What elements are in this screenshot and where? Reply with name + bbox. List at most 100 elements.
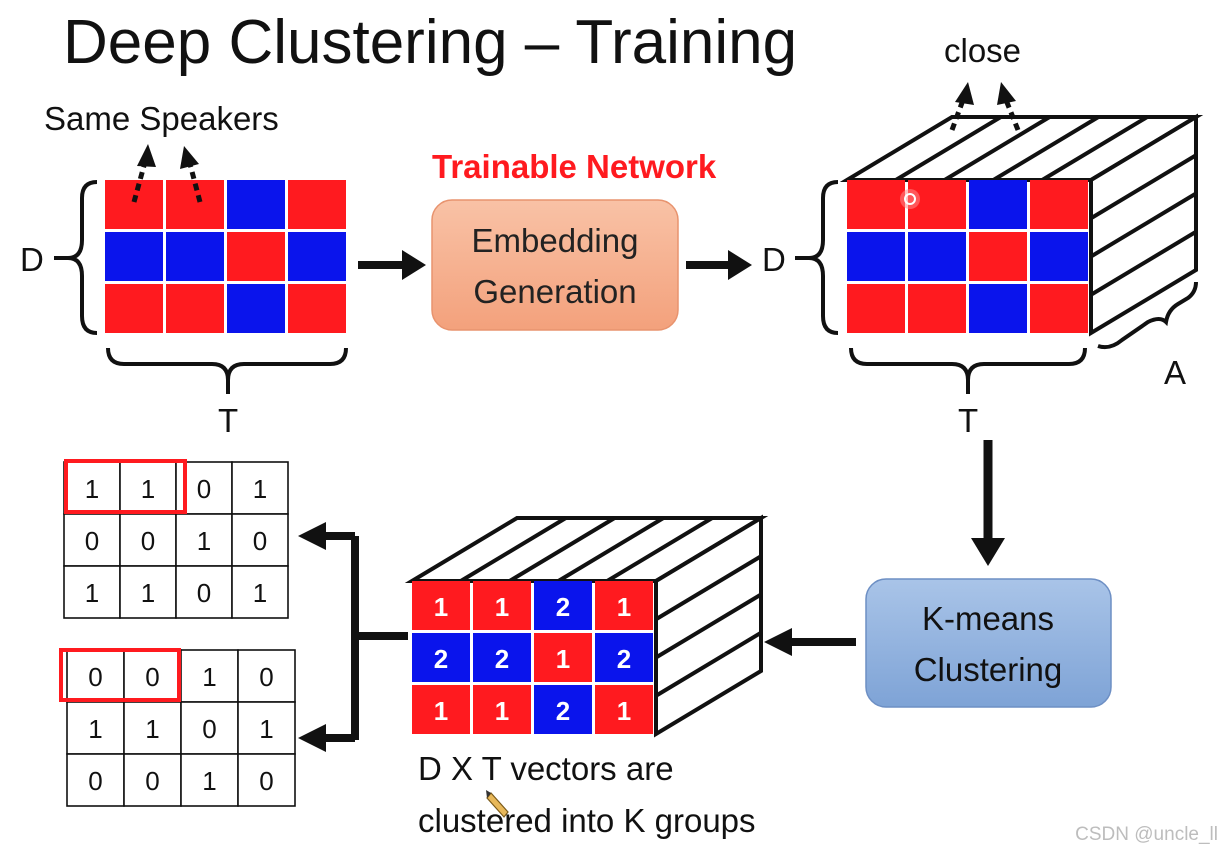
input-grid-cell — [166, 232, 224, 281]
cluster-grid-cell — [473, 581, 531, 630]
pen-cursor-icon — [486, 790, 509, 818]
cluster-grid-cell — [412, 633, 470, 682]
mask-bottom-value: 0 — [259, 662, 273, 692]
cluster-grid-value: 2 — [495, 644, 509, 674]
embedding-tensor-side-stripe — [1089, 153, 1198, 220]
input-grid-cell — [227, 284, 285, 333]
mask-top-value: 1 — [85, 474, 99, 504]
cluster-grid-value: 1 — [495, 696, 509, 726]
cluster-grid-value: 1 — [556, 644, 570, 674]
cluster-tensor-top-stripe — [508, 516, 616, 583]
mask-bottom-value: 0 — [88, 662, 102, 692]
cluster-grid-value: 2 — [556, 592, 570, 622]
caption-line1: D X T vectors are — [418, 750, 674, 787]
mask-bottom-value: 0 — [145, 662, 159, 692]
embedding-grid-cell — [1030, 284, 1088, 333]
input-grid-cell — [288, 232, 346, 281]
mask-top-value: 1 — [253, 474, 267, 504]
mask-bottom-value: 0 — [259, 766, 273, 796]
mask-bottom-value: 1 — [202, 662, 216, 692]
mask-top-value: 1 — [197, 526, 211, 556]
embedding-tensor-top-stripe — [894, 115, 1002, 182]
mask-top-cell — [63, 565, 121, 619]
arrow-to-embedding-tensor — [686, 250, 752, 280]
embedding-generation-box: Embedding Generation — [431, 199, 679, 331]
embedding-tensor-top-stripe — [943, 115, 1051, 182]
mask-top-cell — [119, 513, 177, 567]
input-grid-cell — [227, 232, 285, 281]
mask-top-value: 0 — [253, 526, 267, 556]
embedding-tensor-top-stripe — [1041, 115, 1149, 182]
mask-bottom-value: 1 — [259, 714, 273, 744]
cluster-grid-cell — [473, 685, 531, 734]
input-spectrogram-grid — [105, 180, 346, 333]
mask-top-cell — [63, 513, 121, 567]
caption-line2: clustered into K groups — [418, 802, 756, 839]
cluster-grid-cell — [595, 685, 653, 734]
mask-bottom-cell — [237, 649, 296, 703]
cluster-tensor-side-stripe — [654, 592, 763, 660]
embedding-tensor-side-stripe — [1089, 191, 1198, 259]
cluster-grid-cell — [595, 581, 653, 630]
trainable-network-label: Trainable Network — [432, 148, 717, 185]
embedding-grid-cell — [969, 284, 1027, 333]
kmeans-box-line1: K-means — [922, 600, 1054, 637]
embedding-grid-cell — [1030, 232, 1088, 281]
cluster-tensor-top-stripe — [459, 516, 567, 583]
cluster-tensor-side-stripe — [654, 554, 763, 621]
mask-top-value: 1 — [141, 578, 155, 608]
kmeans-box-line2: Clustering — [914, 651, 1063, 688]
mask-bottom-cell — [180, 753, 239, 807]
embedding-box-line2: Generation — [473, 273, 636, 310]
cluster-grid-value: 1 — [617, 696, 631, 726]
cluster-grid-value: 2 — [617, 644, 631, 674]
close-arrows — [949, 82, 1021, 131]
cluster-tensor-top-stripe — [606, 516, 714, 583]
cluster-grid-cell — [412, 581, 470, 630]
cluster-grid-cell — [534, 633, 592, 682]
embedding-box-line1: Embedding — [472, 222, 639, 259]
mask-top-value: 1 — [253, 578, 267, 608]
embedding-tensor-side-stripe — [1089, 230, 1198, 297]
t-brace-left — [106, 347, 348, 381]
embedding-grid-cell — [908, 284, 966, 333]
embedding-grid-cell — [1030, 180, 1088, 229]
mask-top-cell — [231, 565, 289, 619]
mask-top-value: 0 — [85, 526, 99, 556]
t-label-right: T — [958, 402, 978, 439]
input-grid-cell — [166, 284, 224, 333]
mask-bottom-value: 0 — [145, 766, 159, 796]
mask-bottom-cell — [237, 701, 296, 755]
mask-bottom-value: 1 — [145, 714, 159, 744]
arrow-to-kmeans — [971, 440, 1005, 566]
a-brace — [1097, 281, 1198, 350]
mask-bottom-value: 1 — [88, 714, 102, 744]
d-label-left: D — [20, 241, 44, 278]
embedding-grid-cell — [847, 284, 905, 333]
cluster-grid-value: 1 — [434, 592, 448, 622]
cluster-grid-value: 1 — [434, 696, 448, 726]
cluster-grid-value: 1 — [617, 592, 631, 622]
same-speakers-label: Same Speakers — [44, 100, 279, 137]
mask-top-value: 0 — [197, 474, 211, 504]
cluster-grid-cell — [473, 633, 531, 682]
mask-bottom-cell — [66, 701, 125, 755]
mask-top-value: 0 — [141, 526, 155, 556]
embedding-grid-cell — [847, 232, 905, 281]
mask-bottom-value: 0 — [88, 766, 102, 796]
embedding-grid-cell — [969, 180, 1027, 229]
embedding-grid-cell — [969, 232, 1027, 281]
t-brace-right — [849, 347, 1087, 381]
mask-bottom-highlight — [59, 648, 181, 702]
input-grid-cell — [288, 180, 346, 229]
d-label-right: D — [762, 241, 786, 278]
cluster-tensor-top-stripe — [557, 516, 665, 583]
cursor-highlight — [900, 189, 920, 209]
d-brace-right — [808, 180, 839, 335]
cluster-grid-value: 2 — [556, 696, 570, 726]
mask-top-value: 0 — [197, 578, 211, 608]
watermark: CSDN @uncle_ll — [1075, 824, 1218, 845]
